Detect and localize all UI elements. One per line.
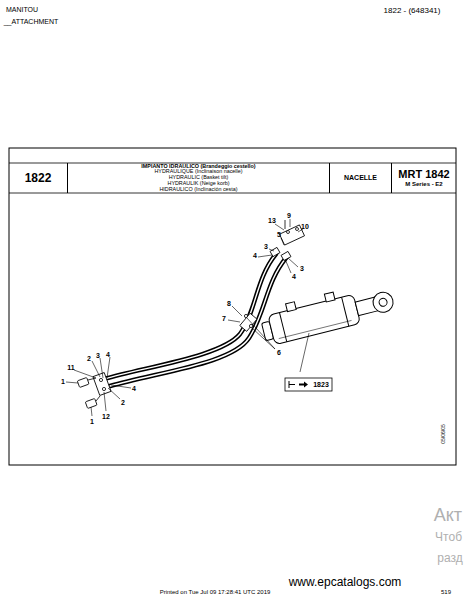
cell-text: MRT 1842 xyxy=(398,169,449,181)
page-number-cell: 1822 xyxy=(9,163,68,193)
callout-number: 1 xyxy=(61,378,65,385)
fittings xyxy=(77,373,111,409)
callout-number: 10 xyxy=(301,223,309,230)
print-date: Printed on Tue Jul 09 17:28:41 UTC 2019 xyxy=(160,589,271,595)
cell-text: 1823 xyxy=(313,381,329,388)
valve-block xyxy=(270,220,304,261)
callout-number: 1 xyxy=(90,418,94,425)
watermark: Акт xyxy=(434,505,462,526)
callout-number: 8 xyxy=(227,300,231,307)
cell-text: M Series - E2 xyxy=(405,181,442,187)
callout-number: 3 xyxy=(264,243,268,250)
brand: MANITOU xyxy=(6,6,38,13)
reference-box: 1823 xyxy=(310,379,332,390)
watermark: Чтоб xyxy=(435,530,462,544)
callout-number: 11 xyxy=(67,364,74,371)
website: www.epcatalogs.com xyxy=(289,575,402,589)
reference-arrow xyxy=(285,378,332,391)
callout-number: 13 xyxy=(268,217,276,224)
hydraulic-cylinder xyxy=(258,279,396,347)
callout-number: 9 xyxy=(287,212,291,219)
cell-text: HIDRAULICO (Inclinación cesta) xyxy=(159,187,237,193)
callout-number: 2 xyxy=(87,355,91,362)
section: __ATTACHMENT xyxy=(4,18,59,25)
group-cell: NACELLE xyxy=(330,163,392,193)
callout-number: 7 xyxy=(222,315,226,322)
drawing-date: 05/06/05 xyxy=(440,424,446,443)
watermark: разд xyxy=(437,551,462,565)
frame xyxy=(9,148,456,465)
callout-number: 3 xyxy=(300,265,304,272)
title-cell: IMPIANTO IDRAULICO (Brandeggio cestello)… xyxy=(68,163,330,193)
cell-text: 1822 xyxy=(25,172,52,185)
page-number: 519 xyxy=(441,589,451,595)
callout-number: 4 xyxy=(132,385,136,392)
leader-lines xyxy=(66,219,309,416)
cell-text: NACELLE xyxy=(344,174,377,181)
hoses xyxy=(104,254,286,386)
callout-number: 2 xyxy=(121,399,125,406)
callout-number: 4 xyxy=(253,252,257,259)
model-cell: MRT 1842M Series - E2 xyxy=(392,163,456,193)
callout-number: 12 xyxy=(102,413,110,420)
callout-number: 4 xyxy=(292,273,296,280)
callout-number: 4 xyxy=(106,351,110,358)
callout-number: 6 xyxy=(277,349,281,356)
callout-number: 5 xyxy=(277,231,281,238)
page-title: 1822 - (648341) xyxy=(384,6,441,15)
hose-clamp xyxy=(240,313,257,331)
callout-number: 3 xyxy=(96,352,100,359)
